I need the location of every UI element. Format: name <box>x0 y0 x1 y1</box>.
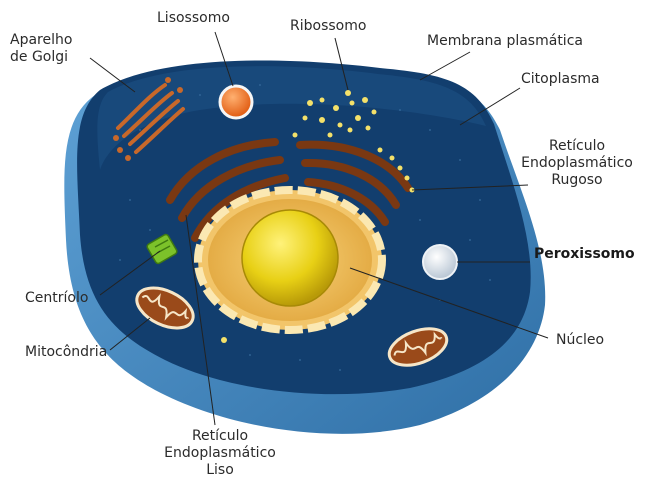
peroxisome <box>423 245 457 279</box>
label-golgi-line1: Aparelho <box>10 32 72 49</box>
nucleus-dot <box>221 337 227 343</box>
label-rough-er: Retículo Endoplasmático Rugoso <box>512 138 642 189</box>
label-golgi: Aparelho de Golgi <box>10 32 72 66</box>
label-smooth-er: Retículo Endoplasmático Liso <box>150 428 290 479</box>
label-smooth-er-line3: Liso <box>150 462 290 479</box>
label-golgi-line2: de Golgi <box>10 49 72 66</box>
label-rough-er-line1: Retículo <box>512 138 642 155</box>
label-smooth-er-line1: Retículo <box>150 428 290 445</box>
label-peroxisome: Peroxissomo <box>534 246 635 263</box>
label-membrane: Membrana plasmática <box>427 33 583 50</box>
label-cytoplasm: Citoplasma <box>521 71 600 88</box>
label-nucleus: Núcleo <box>556 332 604 349</box>
label-rough-er-line3: Rugoso <box>512 172 642 189</box>
label-rough-er-line2: Endoplasmático <box>512 155 642 172</box>
label-lysosome: Lisossomo <box>157 10 230 27</box>
label-centriole: Centríolo <box>25 290 88 307</box>
nucleolus <box>242 210 338 306</box>
label-smooth-er-line2: Endoplasmático <box>150 445 290 462</box>
label-mitochondria: Mitocôndria <box>25 344 107 361</box>
lysosome <box>220 86 252 118</box>
label-ribosome: Ribossomo <box>290 18 366 35</box>
